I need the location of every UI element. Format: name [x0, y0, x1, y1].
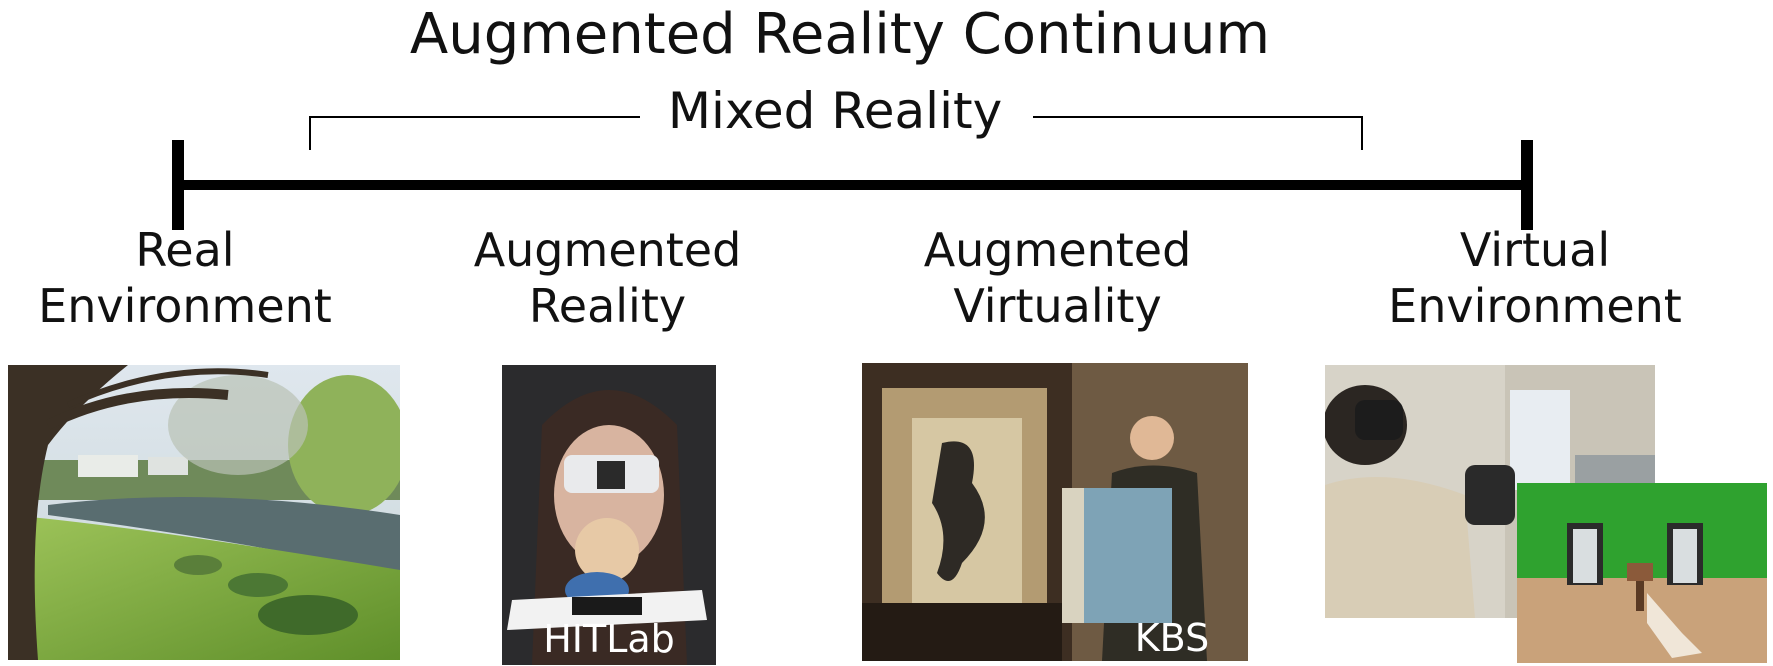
augmented-reality-photo: HITLab	[502, 365, 716, 665]
stage-label-line2: Environment	[38, 279, 332, 333]
stage-label-line1: Augmented	[473, 223, 742, 277]
mixed-reality-label: Mixed Reality	[667, 82, 1003, 140]
stage-label-line2: Environment	[1388, 279, 1682, 333]
stage-label-line1: Real	[135, 223, 235, 277]
virtual-world-render	[1517, 483, 1767, 663]
augmented-virtuality-photo: KBS	[862, 363, 1248, 661]
stage-label-line1: Augmented	[923, 223, 1192, 277]
stage-label-line1: Virtual	[1459, 223, 1611, 277]
real-environment-photo	[8, 365, 400, 660]
stage-label-line2: Reality	[528, 279, 687, 333]
mixed-reality-bracket-left	[309, 116, 640, 150]
stage-real-environment: Real Environment	[20, 222, 350, 334]
image-caption-hitlab: HITLab	[543, 617, 675, 661]
stage-augmented-virtuality: Augmented Virtuality	[905, 222, 1210, 334]
image-caption-kbs: KBS	[1134, 616, 1210, 660]
stage-augmented-reality: Augmented Reality	[455, 222, 760, 334]
mixed-reality-bracket-right	[1033, 116, 1363, 150]
stage-label-line2: Virtuality	[953, 279, 1162, 333]
stage-virtual-environment: Virtual Environment	[1370, 222, 1700, 334]
diagram-title: Augmented Reality Continuum	[409, 2, 1271, 67]
